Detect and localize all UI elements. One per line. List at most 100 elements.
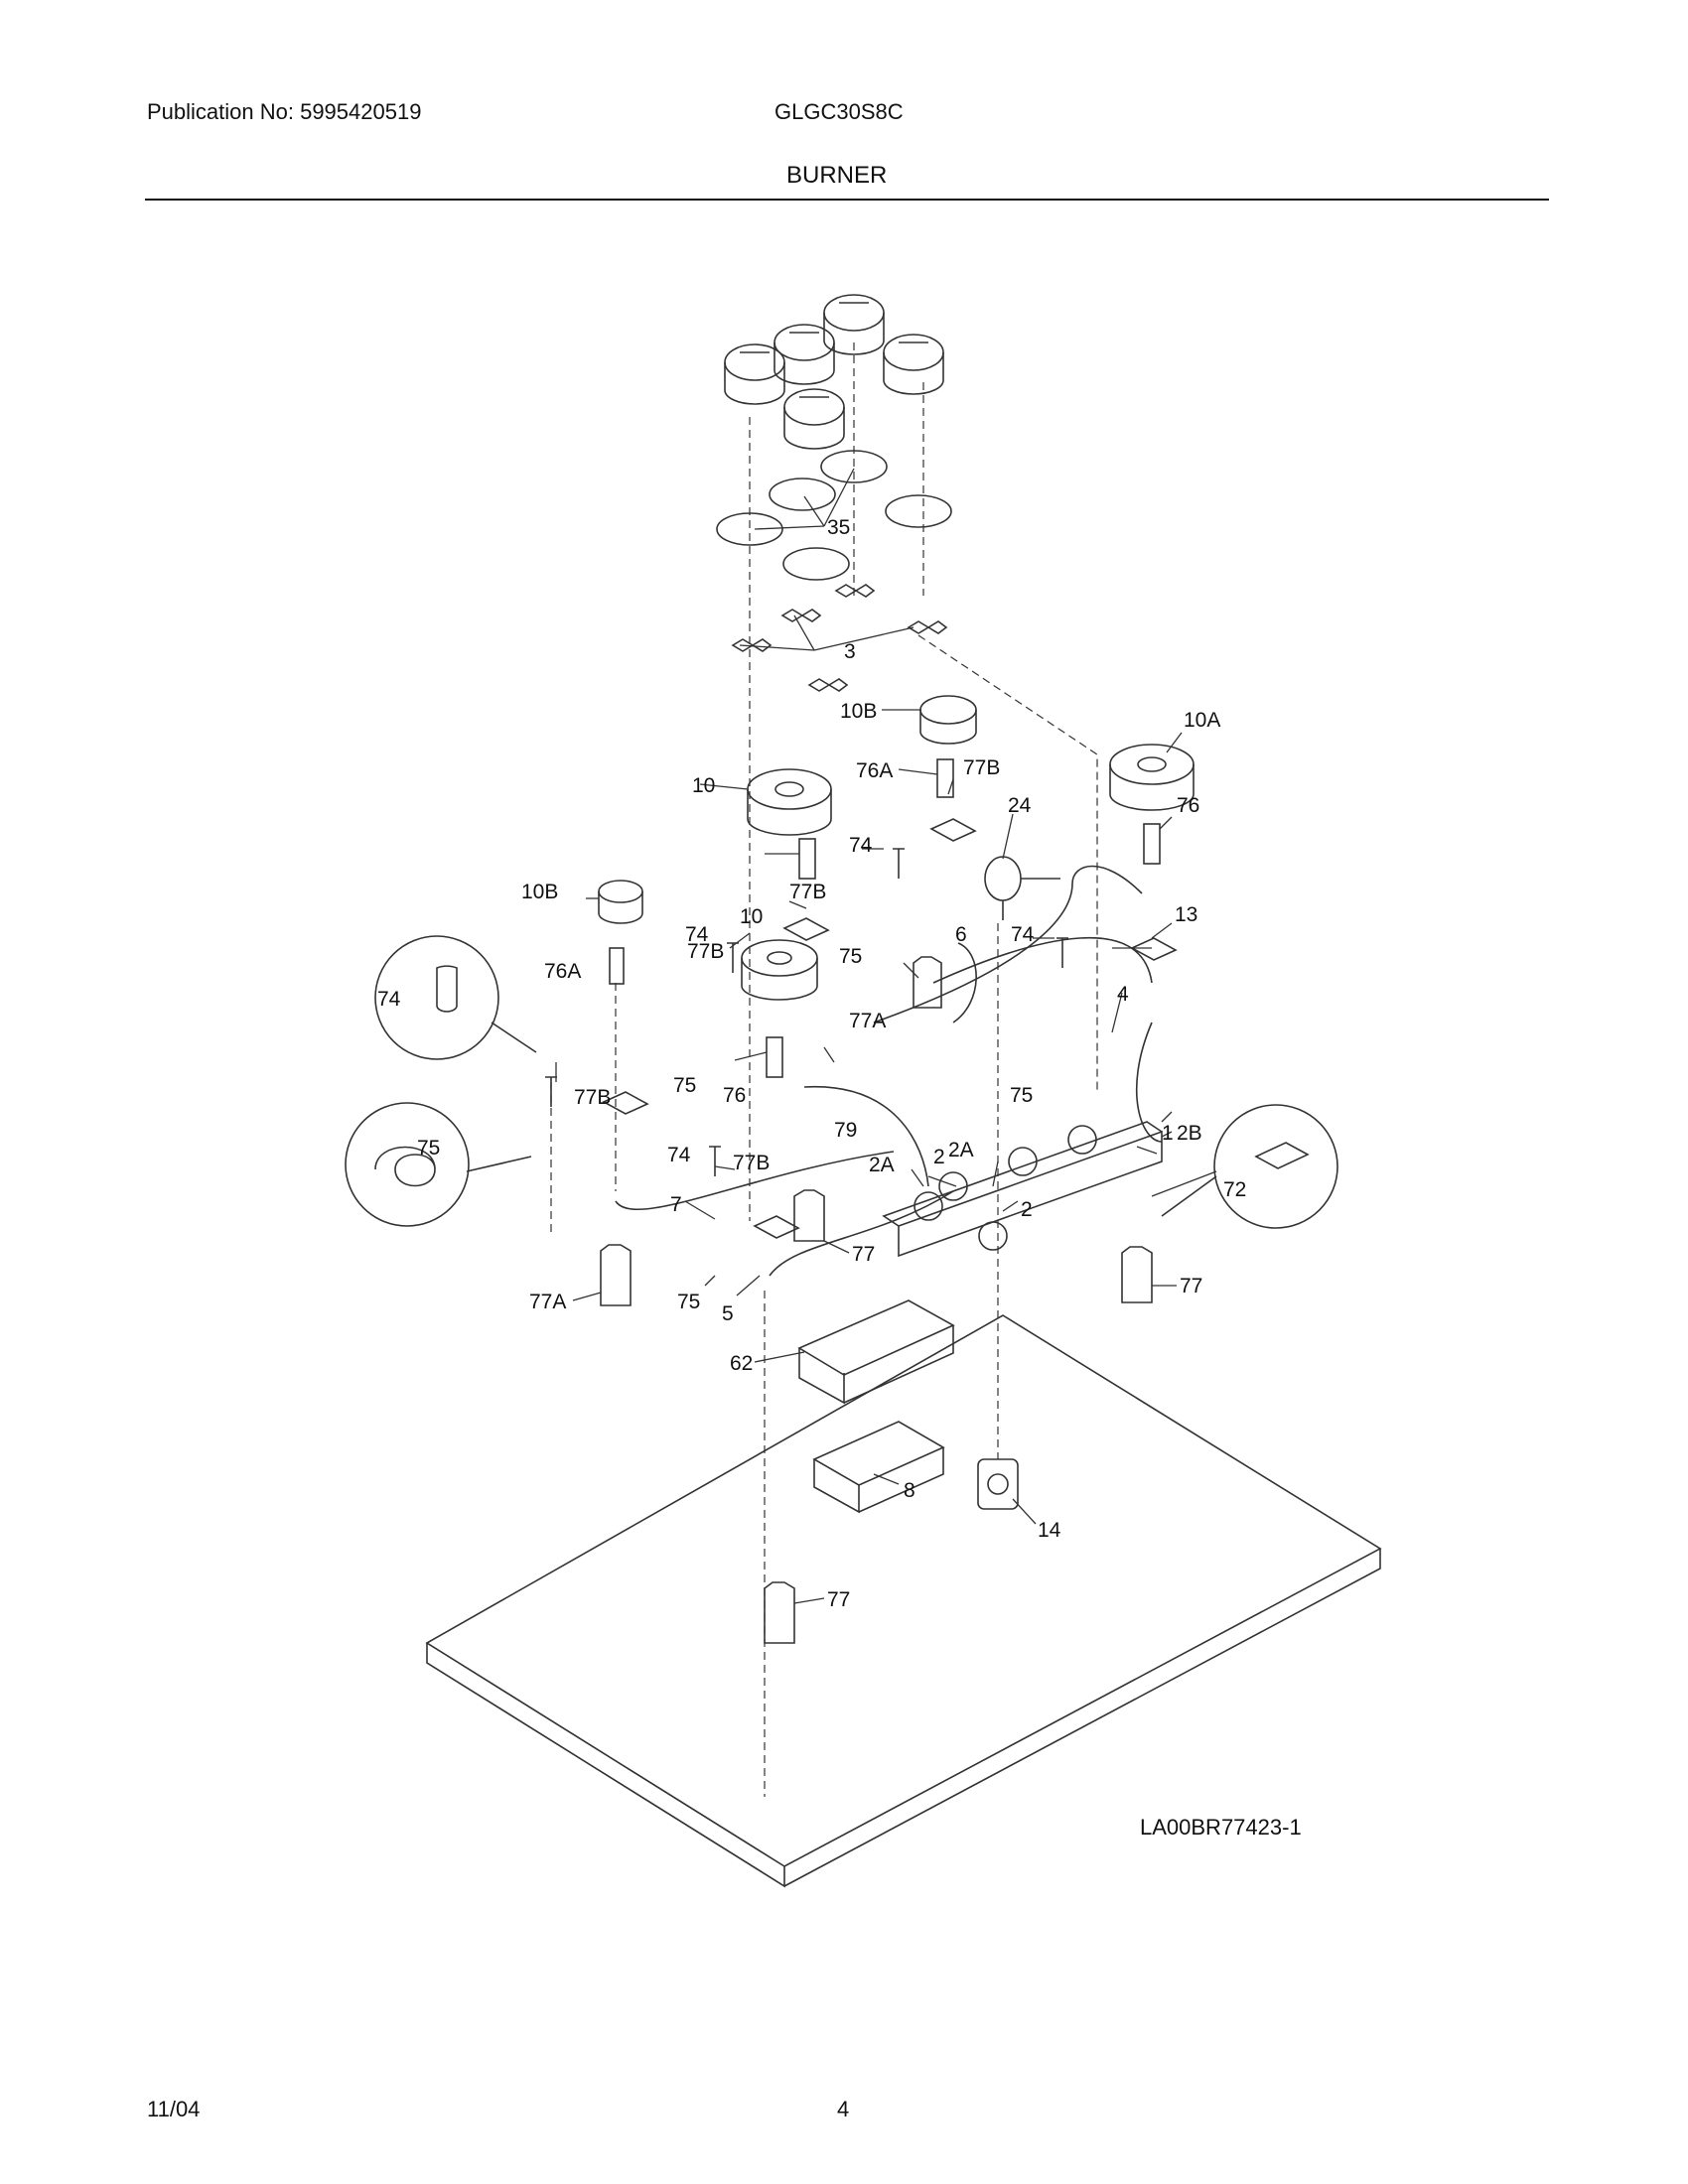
orifice-icon: [1143, 823, 1161, 865]
callout-label: 8: [904, 1479, 915, 1502]
callout-label: 13: [1175, 903, 1197, 926]
bracket-icon: [600, 1244, 632, 1306]
callout-label: 3: [844, 640, 856, 663]
callout-label: 2: [933, 1146, 945, 1168]
knob-icon: [883, 334, 944, 395]
section-title: BURNER: [786, 162, 888, 189]
bracket-icon: [602, 1091, 649, 1115]
callout-label: 74: [667, 1144, 691, 1166]
burner-head-icon: [747, 768, 832, 836]
callout-label: 77A: [849, 1010, 886, 1032]
shutoff-valve-icon: [977, 1458, 1019, 1510]
bracket-icon: [929, 818, 977, 842]
bezel-icon: [885, 494, 952, 528]
bracket-icon: [793, 1189, 825, 1242]
spring-icon: [834, 584, 876, 598]
bezel-icon: [769, 478, 836, 511]
callout-label: 74: [377, 988, 401, 1011]
callout-label: 74: [685, 923, 709, 946]
bracket-icon: [782, 917, 830, 941]
callout-label: 76A: [856, 759, 893, 782]
callout-label: 2B: [1177, 1122, 1202, 1145]
callout-label: 4: [1117, 983, 1129, 1006]
callout-label: 79: [834, 1119, 857, 1142]
callout-label: 77B: [789, 881, 826, 903]
callout-label: 77B: [687, 940, 724, 963]
switch-block-icon: [812, 1421, 945, 1514]
spring-icon: [907, 620, 948, 634]
callout-label: 10: [692, 774, 715, 797]
knob-icon: [724, 343, 785, 405]
spark-module-icon: [797, 1299, 955, 1405]
screw-detail-circle: [1213, 1104, 1338, 1229]
callout-label: 7: [670, 1193, 682, 1216]
callout-label: 77B: [733, 1152, 770, 1174]
callout-label: 2A: [869, 1154, 895, 1176]
callout-labels: 35 3 10B 10A 76A 77B 24 10 76 74 13 10B …: [377, 516, 1246, 1611]
spring-icon: [780, 609, 822, 622]
spring-group: [731, 584, 948, 692]
bezel-group: [716, 450, 952, 581]
callout-label: 2: [1021, 1198, 1033, 1221]
electrode-icon: [893, 848, 905, 879]
callout-label: 74: [1011, 923, 1035, 946]
spring-icon: [731, 638, 773, 652]
electrode-icon: [1056, 937, 1068, 968]
callout-leaders: [555, 468, 1217, 1604]
knob-icon: [783, 388, 845, 450]
bezel-icon: [782, 547, 850, 581]
knob-icon: [774, 324, 835, 385]
igniter-detail-circle: [374, 935, 499, 1060]
callout-label: 10: [740, 905, 763, 928]
orifice-icon: [609, 947, 625, 985]
callout-label: 76: [1177, 794, 1199, 817]
callout-label: 6: [955, 923, 967, 946]
callout-label: 74: [849, 834, 873, 857]
detail-circles: [345, 935, 1338, 1229]
drawing-id: LA00BR77423-1: [1140, 1815, 1302, 1840]
callout-label: 75: [673, 1074, 696, 1097]
bracket-icon: [913, 956, 942, 1009]
callout-label: 77B: [963, 756, 1000, 779]
callout-label: 2A: [948, 1139, 974, 1161]
orifice-icon: [798, 838, 816, 880]
callout-label: 77: [1180, 1275, 1202, 1297]
orifice-icon: [936, 758, 954, 798]
electrode-group: [545, 848, 1068, 1176]
callout-label: 62: [730, 1352, 753, 1375]
cooktop-base: [425, 1314, 1382, 1888]
callout-label: 10A: [1184, 709, 1220, 732]
bracket-icon: [1121, 1246, 1153, 1303]
burner-head-icon: [1109, 744, 1195, 811]
callout-label: 77B: [574, 1086, 611, 1109]
callout-label: 10B: [840, 700, 877, 723]
callout-label: 5: [722, 1302, 734, 1325]
callout-label: 75: [677, 1291, 700, 1313]
callout-label: 76A: [544, 960, 581, 983]
model-number: GLGC30S8C: [774, 99, 904, 124]
callout-label: 75: [839, 945, 862, 968]
callout-label: 75: [1010, 1084, 1033, 1107]
gas-tubes: [615, 865, 1163, 1277]
burner-head-icon: [741, 939, 818, 1001]
header-rule: [145, 199, 1549, 201]
callout-label: 10B: [521, 881, 558, 903]
regulator-icon: [984, 856, 1060, 920]
footer-date: 11/04: [147, 2097, 201, 2121]
publication-number: Publication No: 5995420519: [147, 99, 422, 124]
spring-clip-detail-circle: [345, 1102, 470, 1227]
knob-group: [724, 294, 944, 450]
orifice-icon: [766, 1036, 783, 1078]
bracket-icon: [764, 1581, 795, 1644]
burner-head-icon: [919, 695, 977, 745]
callout-label: 77: [852, 1243, 875, 1266]
bracket-icon: [1130, 937, 1178, 961]
callout-label: 14: [1038, 1519, 1061, 1542]
callout-label: 75: [417, 1137, 440, 1160]
bracket-group: [600, 818, 1178, 1644]
knob-icon: [823, 294, 885, 355]
electrode-icon: [727, 942, 739, 973]
callout-label: 76: [723, 1084, 746, 1107]
electrode-icon: [709, 1146, 721, 1176]
